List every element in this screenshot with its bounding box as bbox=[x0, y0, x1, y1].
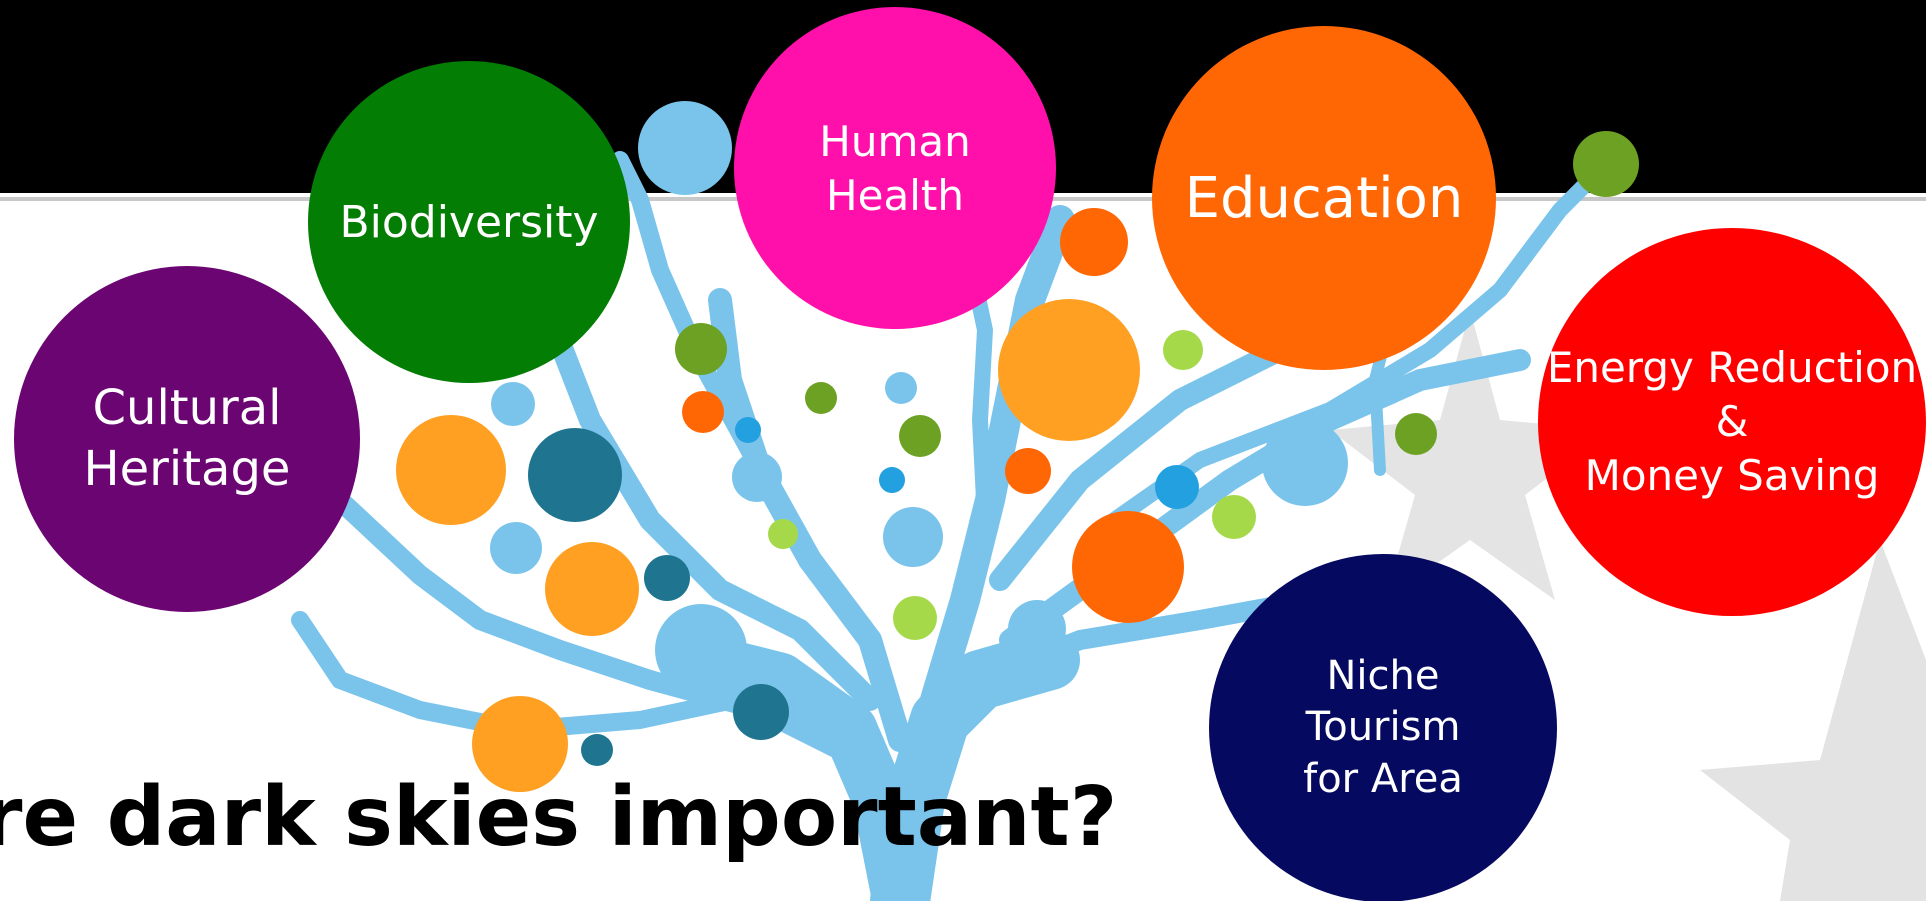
star-icon bbox=[1700, 540, 1926, 901]
star-icon bbox=[1330, 310, 1610, 600]
education-circle bbox=[1152, 26, 1496, 370]
human-health-label: Human Health bbox=[819, 117, 971, 220]
niche-tourism-circle bbox=[1209, 554, 1557, 901]
niche-tourism-label: Niche Tourism for Area bbox=[1303, 653, 1463, 802]
human-health-circle bbox=[734, 7, 1056, 329]
slide-title: re dark skies important? bbox=[0, 770, 1118, 865]
cultural-heritage-circle bbox=[14, 266, 360, 612]
topic-circles bbox=[14, 7, 1926, 901]
cultural-heritage-label: Cultural Heritage bbox=[83, 379, 291, 497]
biodiversity-circle bbox=[308, 61, 630, 383]
biodiversity-label: Biodiversity bbox=[339, 196, 599, 248]
energy-reduction-label: Energy Reduction & Money Saving bbox=[1546, 343, 1918, 500]
decorative-dots bbox=[396, 101, 1639, 792]
energy-reduction-circle bbox=[1538, 228, 1926, 616]
education-label: Education bbox=[1184, 166, 1464, 232]
